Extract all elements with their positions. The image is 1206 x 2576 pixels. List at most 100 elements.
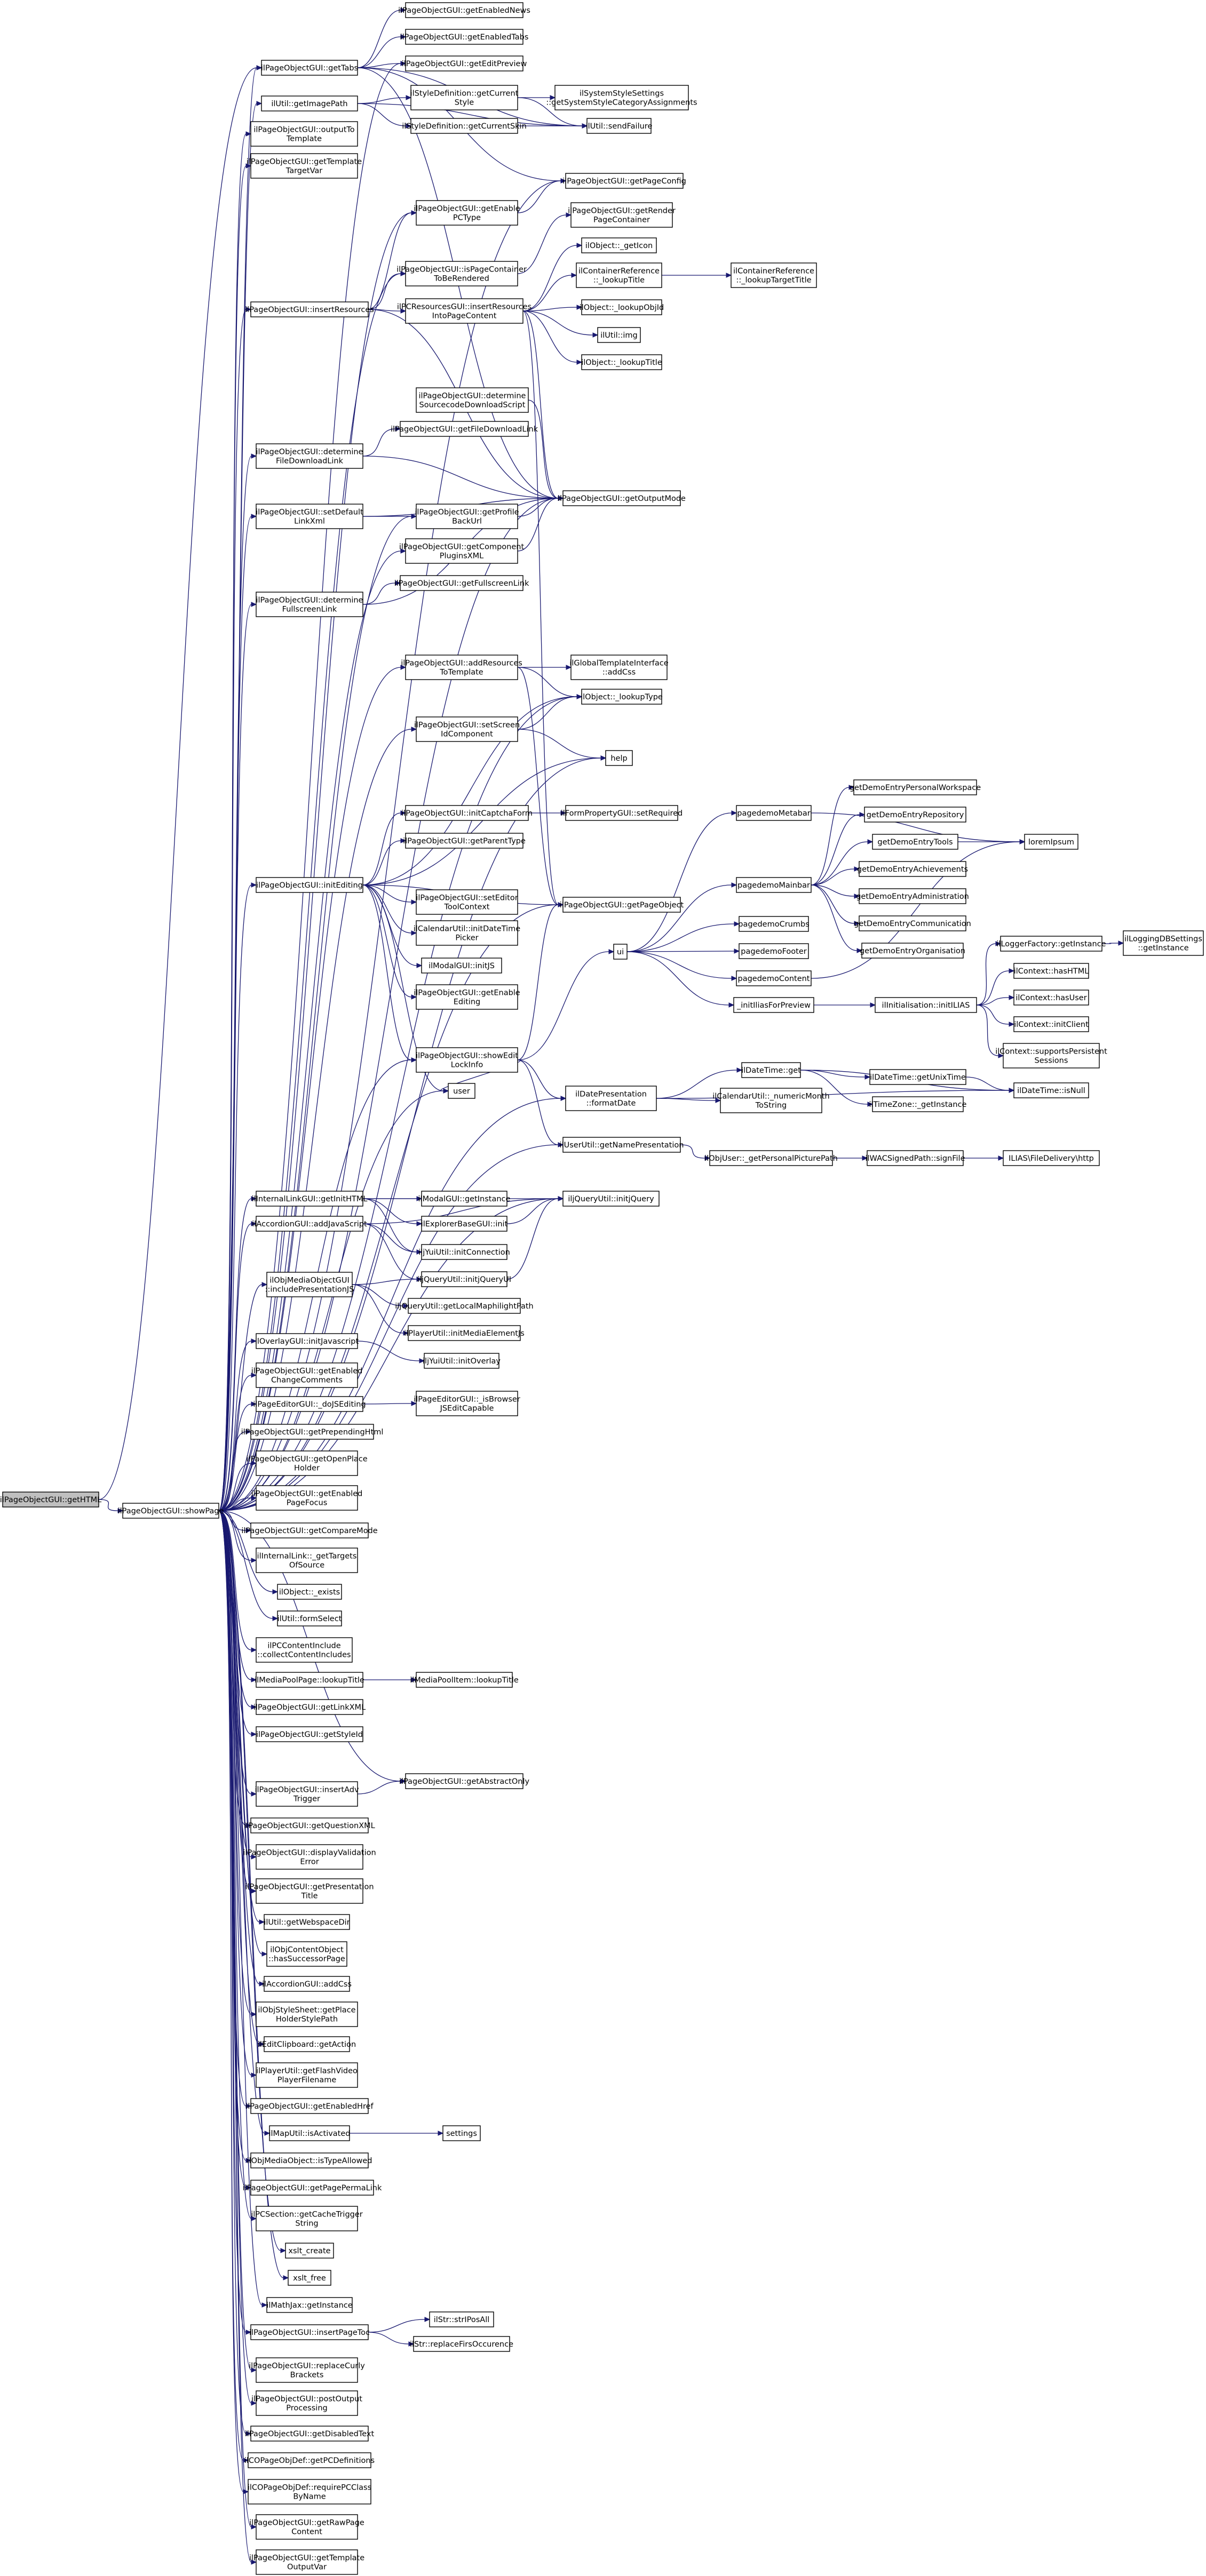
- node-get-personal-picture-path[interactable]: ilObjUser::_getPersonalPicturePath: [704, 1150, 838, 1166]
- node-get-demo-entry-tools[interactable]: getDemoEntryTools: [872, 834, 958, 850]
- node-get-demo-entry-communication[interactable]: getDemoEntryCommunication: [854, 915, 971, 931]
- node-media-pool-lookup-title[interactable]: ilMediaPoolPage::lookupTitle: [255, 1672, 364, 1688]
- node-explorer-base-init[interactable]: ilExplorerBaseGUI::init: [421, 1216, 508, 1232]
- node-get-compare-mode[interactable]: ilPageObjectGUI::getCompareMode: [241, 1522, 378, 1538]
- node-form-select[interactable]: ilUtil::formSelect: [277, 1610, 342, 1626]
- node-get-icon[interactable]: ilObject::_getIcon: [581, 237, 657, 253]
- node-get-pcdefinitions[interactable]: ilCOPageObjDef::getPCDefinitions: [244, 2452, 375, 2468]
- node-get-style-id[interactable]: ilPageObjectGUI::getStyleId: [256, 1726, 363, 1742]
- node-init-ilias[interactable]: _initIliasForPreview: [733, 997, 814, 1013]
- node-accordion-add-java-script[interactable]: ilAccordionGUI::addJavaScript: [252, 1216, 367, 1232]
- node-yui-init-connection[interactable]: iljYuiUtil::initConnection: [418, 1244, 510, 1260]
- node-modal-get-instance[interactable]: ilModalGUI::getInstance: [418, 1191, 511, 1207]
- node-get-current-skin[interactable]: ilStyleDefinition::getCurrentSkin: [402, 118, 527, 134]
- node-root[interactable]: ilPageObjectGUI::getHTML: [0, 1492, 101, 1508]
- node-get-parent-type[interactable]: ilPageObjectGUI::getParentType: [403, 833, 526, 849]
- node-time-zone-get-instance[interactable]: ilTimeZone::_getInstance: [869, 1096, 967, 1112]
- node-jquery-initj-query-ui[interactable]: iljQueryUtil::initjQueryUI: [417, 1271, 511, 1287]
- node-pagedemo-mainbar[interactable]: pagedemoMainbar: [736, 877, 812, 893]
- node-object-exists[interactable]: ilObject::_exists: [277, 1584, 342, 1600]
- node-logging-dbsettings[interactable]: ilLoggingDBSettings::getInstance: [1123, 930, 1204, 956]
- node-jquery-get-local-maphilight[interactable]: iljQueryUtil::getLocalMaphilightPath: [395, 1298, 534, 1314]
- node-set-required[interactable]: ilFormPropertyGUI::setRequired: [561, 805, 683, 821]
- node-get-enabled-change-comments[interactable]: ilPageObjectGUI::getEnabledChangeComment…: [251, 1362, 363, 1388]
- node-internal-link-get-init-html[interactable]: ilInternalLinkGUI::getInitHTML: [252, 1191, 368, 1207]
- node-pagedemo-metabar[interactable]: pagedemoMetabar: [736, 805, 812, 821]
- node-get-page-object[interactable]: ilPageObjectGUI::getPageObject: [560, 897, 684, 913]
- node-get-webspace-dir[interactable]: ilUtil::getWebspaceDir: [264, 1914, 350, 1930]
- node-map-is-activated[interactable]: ilMapUtil::isActivated: [269, 2125, 351, 2141]
- node-get-question-xml[interactable]: ilPageObjectGUI::getQuestionXML: [244, 1817, 375, 1833]
- node-get-image-path[interactable]: ilUtil::getImagePath: [261, 95, 358, 111]
- node-get-enabled-tabs[interactable]: ilPageObjectGUI::getEnabledTabs: [400, 29, 529, 45]
- node-pagedemo-crumbs[interactable]: pagedemoCrumbs: [738, 916, 810, 932]
- node-ui[interactable]: ui: [613, 944, 628, 960]
- node-get-demo-entry-repository[interactable]: getDemoEntryRepository: [864, 807, 966, 823]
- node-str-ipos-all[interactable]: ilStr::strIPosAll: [429, 2311, 494, 2327]
- node-get-flash-video-player-filename[interactable]: ilPlayerUtil::getFlashVideoPlayerFilenam…: [256, 2062, 358, 2088]
- node-get-page-config[interactable]: ilPageObjectGUI::getPageConfig: [562, 173, 686, 189]
- node-pagedemo-content[interactable]: pagedemoContent: [736, 970, 812, 986]
- node-get-enabled-news[interactable]: ilPageObjectGUI::getEnabledNews: [398, 2, 530, 18]
- node-determine-file-download-link[interactable]: ilPageObjectGUI::determineFileDownloadLi…: [256, 443, 363, 469]
- node-send-failure[interactable]: ilUtil::sendFailure: [586, 118, 653, 134]
- node-lookup-obj-id[interactable]: ilObject::_lookupObjId: [580, 299, 664, 315]
- node-pc-insert-resources[interactable]: ilPCResourcesGUI::insertResourcesIntoPag…: [397, 298, 531, 324]
- node-math-jax-get-instance[interactable]: ilMathJax::getInstance: [266, 2297, 353, 2313]
- node-insert-resources[interactable]: ilPageObjectGUI::insertResources: [245, 301, 374, 317]
- node-format-date[interactable]: ilDatePresentation::formatDate: [565, 1086, 657, 1111]
- node-lookup-type[interactable]: ilObject::_lookupType: [581, 689, 663, 705]
- node-settings[interactable]: settings: [442, 2125, 481, 2141]
- node-get-output-mode[interactable]: ilPageObjectGUI::getOutputMode: [558, 490, 686, 506]
- node-pagedemo-footer[interactable]: pagedemoFooter: [739, 943, 809, 959]
- node-get-link-xml[interactable]: ilPageObjectGUI::getLinkXML: [253, 1699, 366, 1715]
- node-img[interactable]: ilUtil::img: [597, 327, 641, 343]
- node-signed-path[interactable]: ilWACSignedPath::signFile: [865, 1150, 965, 1166]
- node-global-template-add-css[interactable]: ilGlobalTemplateInterface::addCss: [569, 655, 669, 680]
- node-is-type-allowed[interactable]: ilObjMediaObject::isTypeAllowed: [247, 2152, 372, 2168]
- node-system-style-settings[interactable]: ilSystemStyleSettings::getSystemStyleCat…: [546, 85, 697, 110]
- node-xslt-create[interactable]: xslt_create: [285, 2243, 334, 2259]
- node-get-abstract-only[interactable]: ilPageObjectGUI::getAbstractOnly: [399, 1773, 530, 1789]
- node-init-editing[interactable]: ilPageObjectGUI::initEditing: [256, 877, 363, 893]
- node-modal-init-js[interactable]: ilModalGUI::initJS: [421, 958, 502, 974]
- node-initialization-init-ilias[interactable]: ilInitialisation::initILIAS: [875, 997, 977, 1013]
- node-get-demo-entry-personal-workspace[interactable]: getDemoEntryPersonalWorkspace: [850, 779, 981, 795]
- node-logger-get-instance[interactable]: ilLoggerFactory::getInstance: [996, 936, 1106, 952]
- node-collect-content-includes[interactable]: ilPCContentInclude::collectContentInclud…: [256, 1637, 353, 1663]
- node-user[interactable]: user: [448, 1083, 475, 1099]
- node-accordion-add-css[interactable]: ilAccordionGUI::addCss: [262, 1976, 352, 1992]
- node-jquery-initj-query[interactable]: iljQueryUtil::initjQuery: [562, 1191, 660, 1207]
- node-yui-init-overlay[interactable]: iljYuiUtil::initOverlay: [423, 1353, 501, 1369]
- node-xslt-free[interactable]: xslt_free: [288, 2270, 331, 2286]
- node-get-prepending-html[interactable]: ilPageObjectGUI::getPrependingHtml: [241, 1424, 384, 1440]
- node-get-page-perma-link[interactable]: ilPageObjectGUI::getPagePermaLink: [243, 2180, 382, 2196]
- node-js-editing[interactable]: ilPageEditorGUI::_doJSEditing: [253, 1396, 366, 1412]
- node-get-file-download-link[interactable]: ilPageObjectGUI::getFileDownloadLink: [391, 421, 538, 437]
- node-get-fullscreen-link[interactable]: ilPageObjectGUI::getFullscreenLink: [394, 575, 529, 591]
- node-date-time-get[interactable]: ilDateTime::get: [741, 1062, 801, 1078]
- node-lorem-ipsum[interactable]: loremIpsum: [1024, 834, 1078, 850]
- node-clipboard-get-action[interactable]: ilEditClipboard::getAction: [258, 2036, 356, 2052]
- node-media-pool-item-lookup-title[interactable]: ilMediaPoolItem::lookupTitle: [410, 1672, 519, 1688]
